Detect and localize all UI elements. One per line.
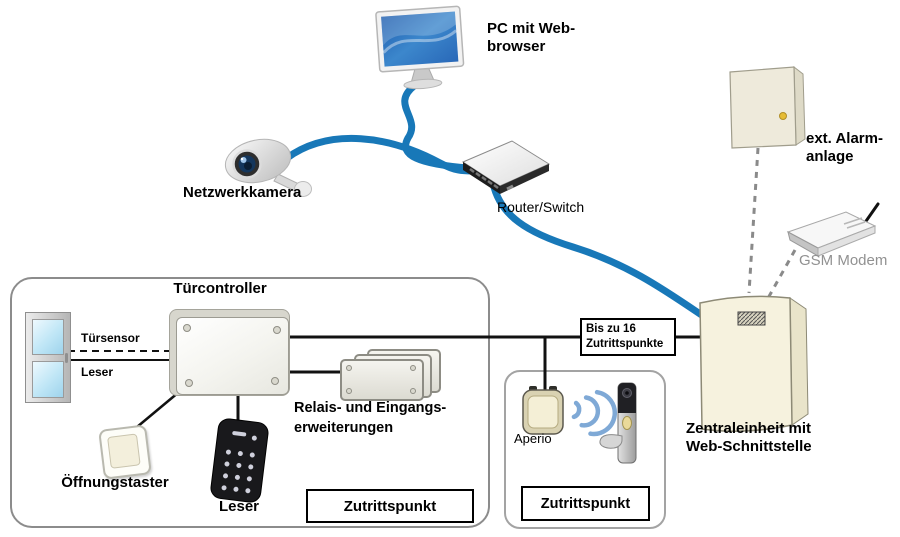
- keypad-reader-icon: [209, 417, 270, 504]
- open-button-icon: [98, 424, 152, 480]
- open-button-label: Öffnungstaster: [61, 474, 169, 491]
- door-glass-bottom: [32, 361, 64, 398]
- door-controller-group-box: [10, 277, 490, 528]
- aperio-hub-icon: [522, 386, 564, 435]
- screw-icon: [273, 326, 281, 334]
- keypad-label: Leser: [218, 498, 260, 515]
- alarm-label: ext. Alarm- anlage: [806, 130, 883, 166]
- aperio-group-box: [504, 370, 666, 529]
- camera-label: Netzwerkkamera: [183, 184, 302, 201]
- relay-label: Relais- und Eingangs- erweiterungen: [294, 400, 447, 436]
- open-button-face: [107, 433, 141, 469]
- pc-monitor-icon: [375, 5, 465, 90]
- pc-label: PC mit Web- browser: [487, 20, 576, 56]
- door-controller-front: [176, 317, 289, 395]
- door-reader-label: Leser: [81, 365, 114, 379]
- router-switch-icon: [461, 140, 551, 194]
- router-label: Router/Switch: [497, 199, 585, 215]
- central-unit-icon: [699, 295, 809, 432]
- link-alarm-central: [747, 147, 760, 294]
- keypad-led: [251, 435, 258, 441]
- door-lock-icon: [599, 382, 637, 464]
- access-point-right-badge: Zutrittspunkt: [521, 486, 650, 521]
- wireless-signal-icon: [571, 389, 618, 437]
- door-controller-icon: [169, 309, 290, 396]
- screw-icon: [185, 379, 193, 387]
- screw-icon: [183, 324, 191, 332]
- network-camera-icon: [224, 138, 312, 197]
- aperio-label: Aperio: [514, 431, 552, 446]
- keypad-display: [232, 430, 247, 437]
- gsm-label: GSM Modem: [799, 252, 888, 269]
- relay-extension-box-1: [340, 359, 424, 401]
- door-sensor-label: Türsensor: [81, 331, 140, 345]
- bus-capacity-badge: Bis zu 16 Zutrittspunkte: [580, 318, 676, 356]
- gsm-modem-icon: [786, 202, 880, 257]
- screw-icon: [271, 377, 279, 385]
- controller-group-title: Türcontroller: [173, 280, 267, 297]
- door-glass-top: [32, 319, 64, 355]
- alarm-box-icon: [729, 65, 806, 149]
- door-icon: [25, 312, 71, 403]
- access-point-left-badge: Zutrittspunkt: [306, 489, 474, 523]
- door-handle: [65, 353, 68, 363]
- central-label: Zentraleinheit mit Web-Schnittstelle: [686, 420, 812, 456]
